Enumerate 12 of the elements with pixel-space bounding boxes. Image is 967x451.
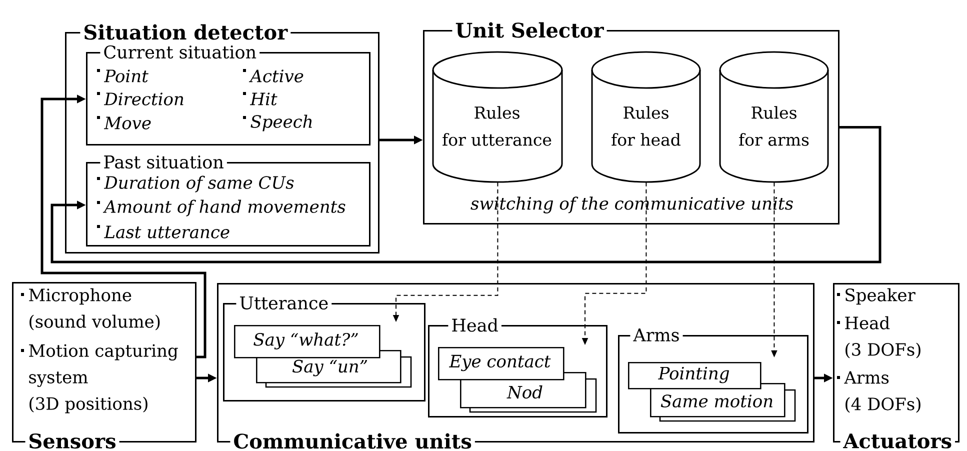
stacked-card: Pointing	[628, 362, 762, 390]
arrow	[40, 94, 206, 358]
group-box: Microphone (sound volume) Motion capturing system (3D positions) Sensors	[12, 282, 196, 451]
group-box: Speaker Head (3 DOFs) Arms (4 DOFs) Actuators	[833, 283, 960, 451]
database-cylinder: Rules for head	[591, 51, 701, 183]
stacked-card: Say “what?”	[234, 325, 380, 358]
database-cylinder: Rules for arms	[719, 51, 829, 183]
group-box: Past situation Duration of same CUs Amount of hand movements Last utterance	[86, 152, 370, 246]
stacked-card: Eye contact	[438, 347, 564, 380]
arrow	[50, 126, 882, 264]
database-cylinder: Rules for utterance	[432, 51, 563, 183]
group-box: Current situation Point Active Direction Hit Move Speech	[86, 42, 370, 146]
